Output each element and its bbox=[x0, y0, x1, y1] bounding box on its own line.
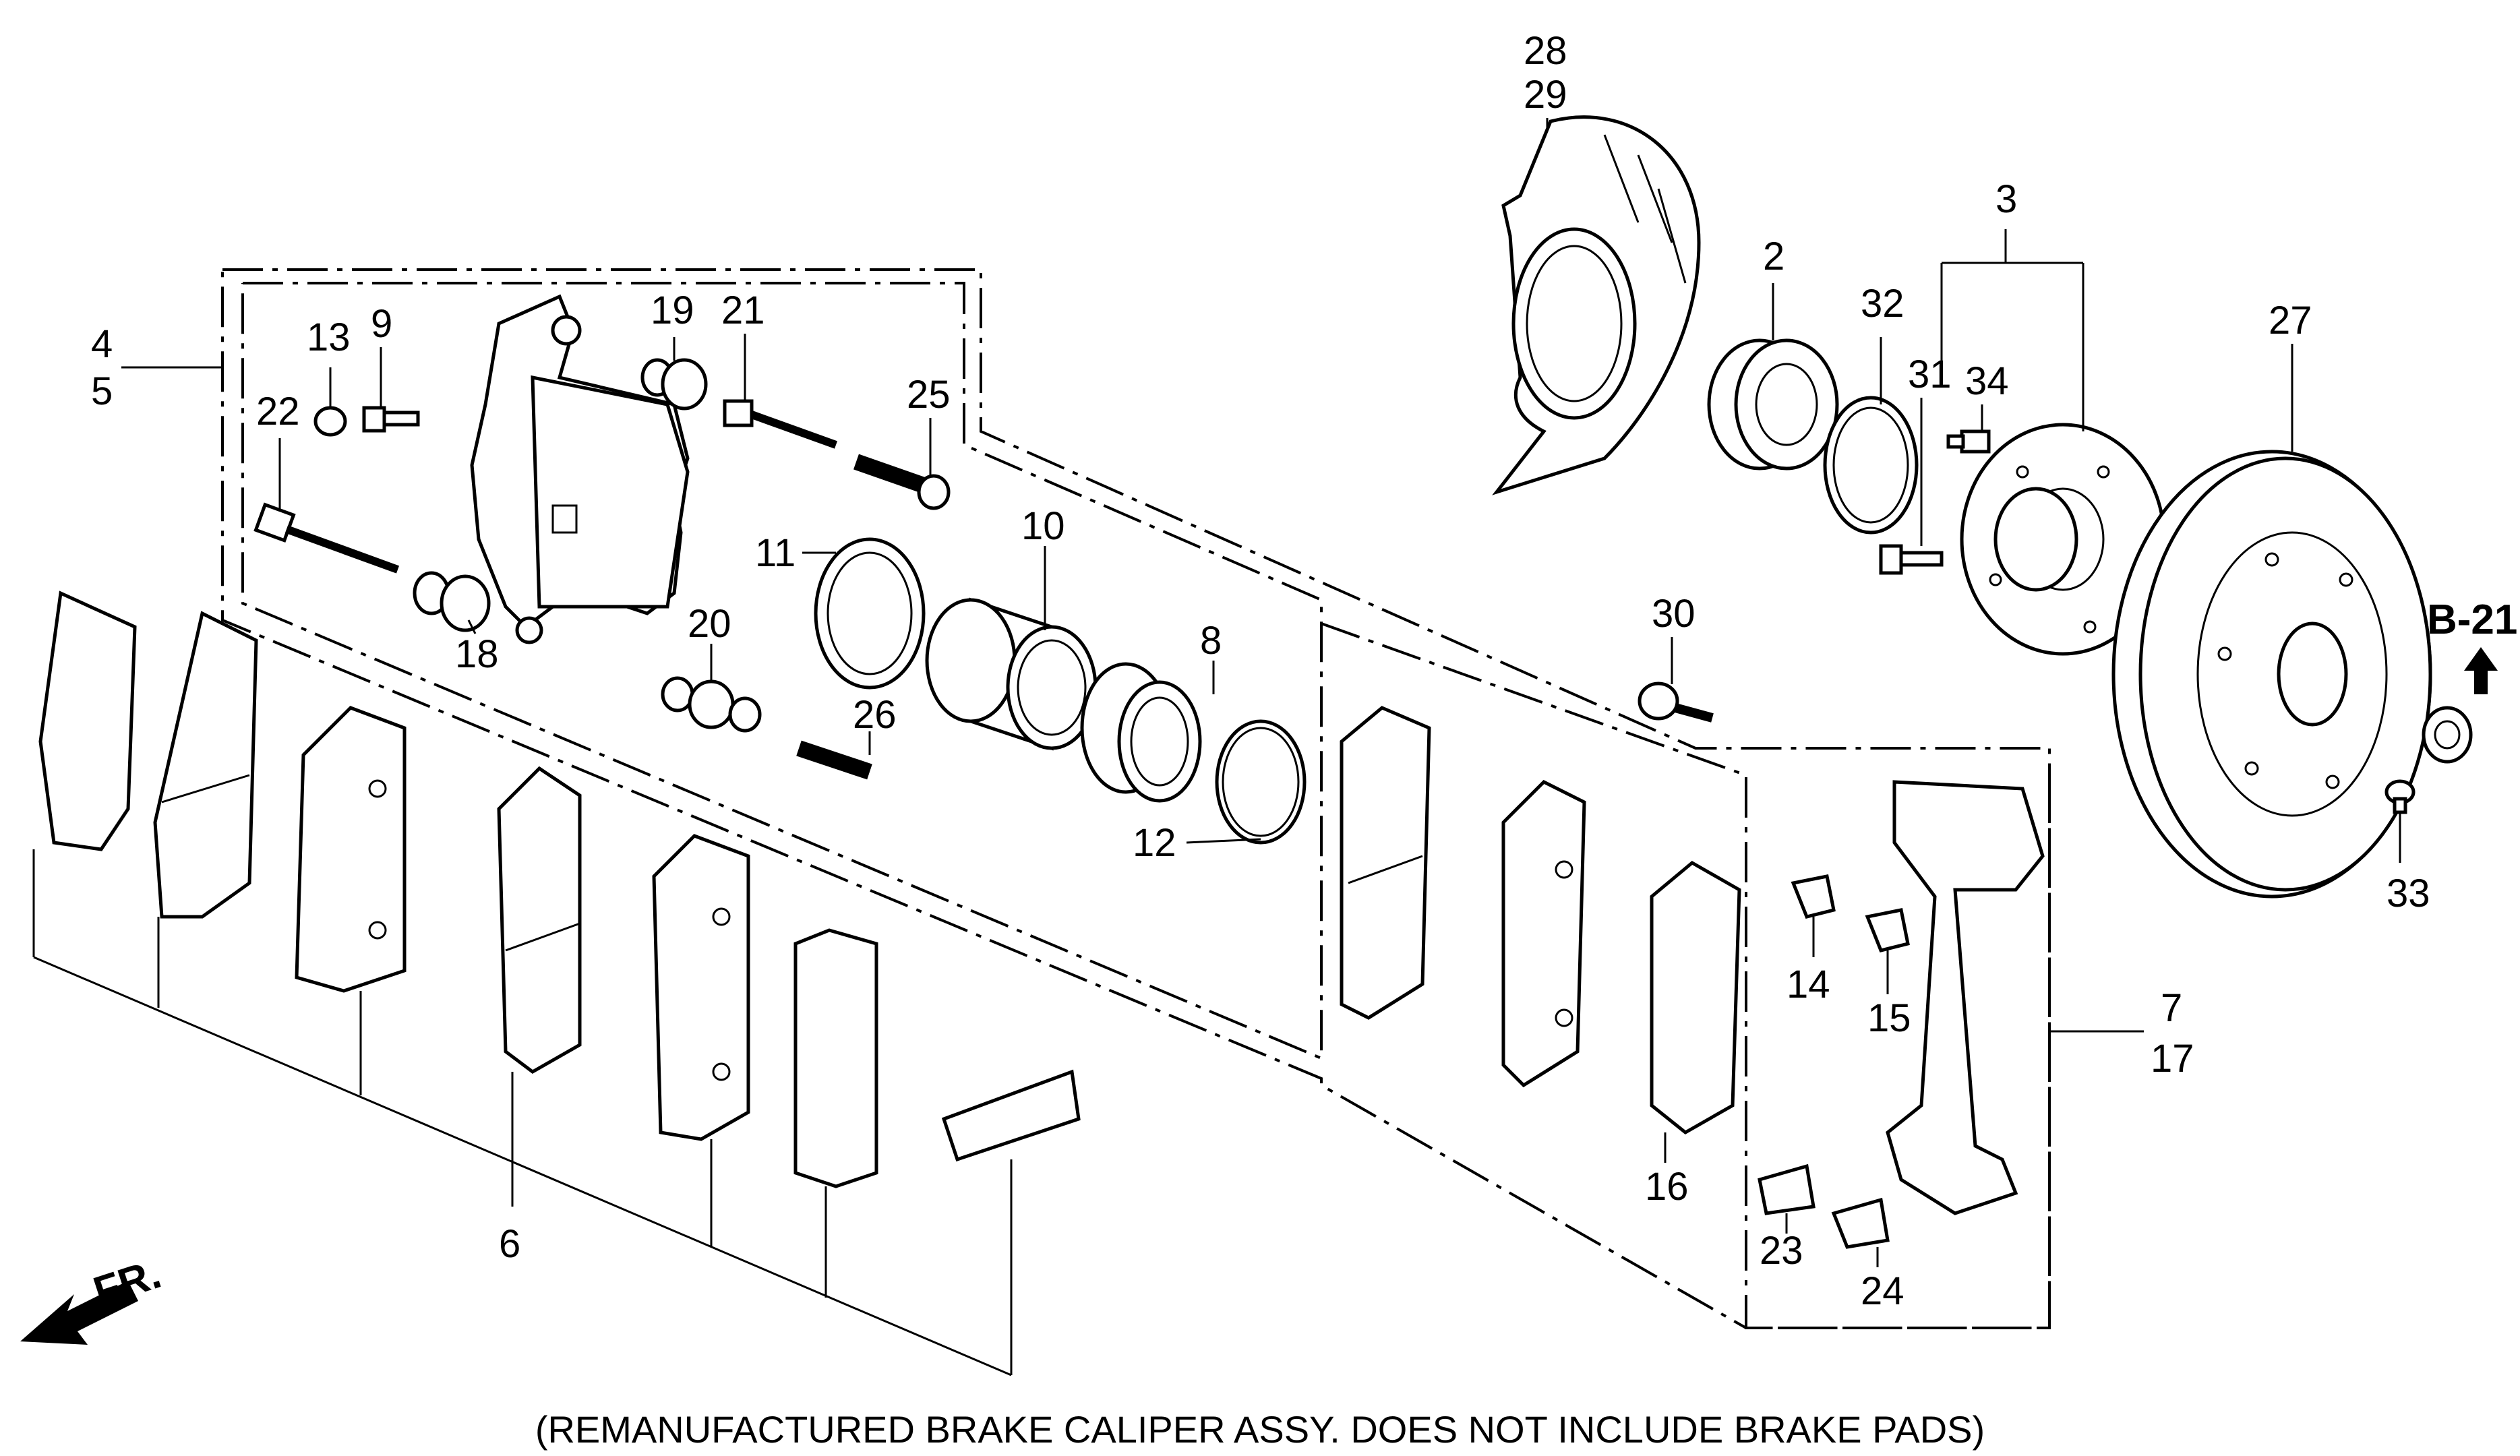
guide-bolt-long bbox=[253, 502, 400, 574]
label-22: 22 bbox=[256, 390, 300, 433]
label-10: 10 bbox=[1021, 504, 1065, 548]
retaining-ring-12 bbox=[1215, 719, 1307, 845]
leader-lines bbox=[32, 118, 2401, 1376]
label-30: 30 bbox=[1652, 592, 1696, 636]
pad-shim-2 bbox=[793, 928, 878, 1188]
caliper-inner-outline bbox=[241, 282, 1323, 1061]
bleeder-cap bbox=[313, 406, 347, 437]
dust-boot-8 bbox=[1080, 662, 1202, 803]
label-5: 5 bbox=[91, 369, 113, 413]
label-8: 8 bbox=[1200, 619, 1222, 663]
label-18: 18 bbox=[455, 632, 499, 676]
label-29: 29 bbox=[1524, 73, 1567, 117]
guide-pin-25 bbox=[853, 454, 951, 510]
guide-bolt-21 bbox=[723, 399, 838, 449]
caliper-assy-outline bbox=[221, 268, 2051, 1329]
label-34: 34 bbox=[1965, 359, 2009, 403]
up-arrow-icon bbox=[2464, 647, 2498, 694]
bracket-set-outline bbox=[1321, 622, 2051, 1329]
bracket-bolt bbox=[1638, 681, 1714, 723]
label-25: 25 bbox=[907, 373, 951, 417]
wear-indicator-packet bbox=[941, 1069, 1081, 1162]
brake-pad-5 bbox=[1340, 706, 1431, 1020]
label-11: 11 bbox=[755, 531, 796, 575]
label-24: 24 bbox=[1861, 1269, 1904, 1313]
brake-pad-2 bbox=[295, 706, 407, 993]
pin-boot-19 bbox=[640, 358, 708, 411]
label-6: 6 bbox=[499, 1222, 520, 1266]
caliper-bracket bbox=[1886, 780, 2045, 1215]
pad-shim-1 bbox=[38, 590, 137, 851]
pad-clip-14 bbox=[1791, 874, 1836, 919]
label-7: 7 bbox=[2161, 986, 2182, 1030]
label-9: 9 bbox=[371, 302, 392, 346]
hub bbox=[1960, 423, 2166, 656]
label-4: 4 bbox=[91, 322, 113, 366]
label-28: 28 bbox=[1524, 29, 1567, 73]
caliper-body bbox=[470, 294, 690, 644]
piston-10 bbox=[925, 597, 1098, 751]
front-direction-arrow-icon bbox=[20, 1281, 138, 1345]
pad-clip-15 bbox=[1865, 908, 1910, 952]
brake-pad-4 bbox=[652, 834, 750, 1141]
label-3: 3 bbox=[1996, 177, 2017, 221]
label-15: 15 bbox=[1867, 996, 1911, 1040]
label-16: 16 bbox=[1645, 1165, 1689, 1209]
label-12: 12 bbox=[1133, 821, 1176, 865]
pin-boot-20 bbox=[661, 676, 762, 733]
guide-pin-26 bbox=[796, 740, 872, 780]
splash-shield bbox=[1492, 115, 1701, 495]
label-13: 13 bbox=[307, 315, 351, 359]
diagram-caption: (REMANUFACTURED BRAKE CALIPER ASSY. DOES… bbox=[535, 1408, 1985, 1451]
bleeder-screw bbox=[362, 406, 420, 433]
pad-clip-24 bbox=[1831, 1197, 1890, 1249]
circlip bbox=[1823, 396, 1919, 535]
wheel-bearing bbox=[1707, 338, 1839, 471]
label-2: 2 bbox=[1763, 235, 1784, 278]
label-21: 21 bbox=[721, 289, 765, 332]
label-33: 33 bbox=[2387, 872, 2430, 915]
spindle-nut bbox=[2422, 706, 2473, 764]
label-19: 19 bbox=[651, 289, 694, 332]
label-23: 23 bbox=[1760, 1229, 1803, 1273]
brake-pad-6 bbox=[1501, 779, 1586, 1088]
label-14: 14 bbox=[1787, 963, 1830, 1006]
brake-pad-3 bbox=[497, 766, 582, 1074]
front-direction-label: FR. bbox=[88, 1250, 167, 1315]
label-17: 17 bbox=[2151, 1037, 2194, 1081]
brake-pad-1 bbox=[153, 611, 258, 919]
label-26: 26 bbox=[853, 693, 897, 737]
piston-seal-11 bbox=[814, 537, 926, 690]
label-27: 27 bbox=[2269, 299, 2312, 342]
pad-clip-23 bbox=[1758, 1163, 1816, 1215]
hub-bolt bbox=[1879, 544, 1944, 575]
label-31: 31 bbox=[1908, 353, 1952, 396]
label-20: 20 bbox=[688, 602, 731, 646]
hub-screw bbox=[1946, 429, 1991, 454]
brake-rotor bbox=[2111, 450, 2432, 899]
reference-label: B-21 bbox=[2427, 597, 2517, 643]
pin-boot-18 bbox=[413, 571, 491, 632]
label-32: 32 bbox=[1861, 282, 1904, 326]
pad-shim-16 bbox=[1650, 860, 1741, 1135]
